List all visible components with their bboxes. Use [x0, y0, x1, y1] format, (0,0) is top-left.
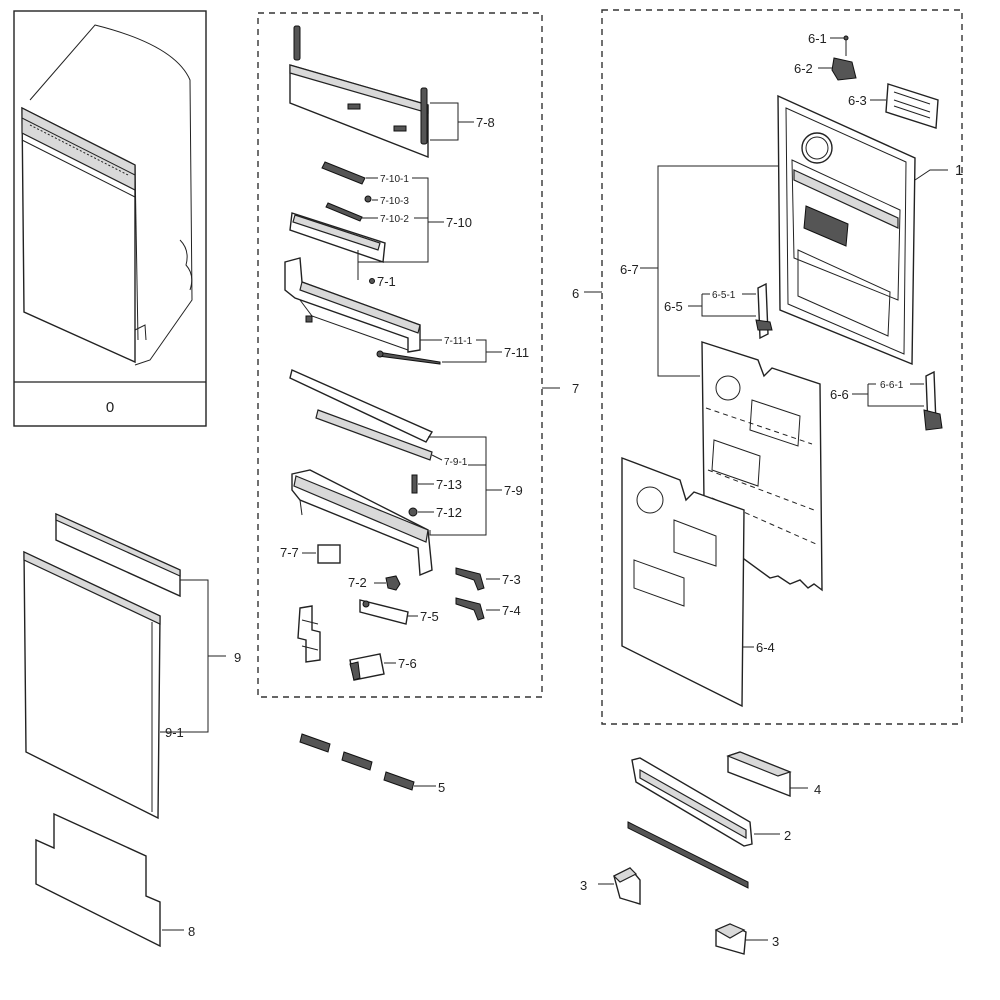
label-7-10-1: 7-10-1 — [380, 174, 409, 185]
label-7-10-2: 7-10-2 — [380, 214, 409, 225]
part-7-10: 7-10-1 7-10-3 7-10-2 7-10 7-1 — [289, 161, 472, 289]
assembly-thumbnail: 0 — [13, 10, 207, 427]
label-1: 1 — [955, 162, 963, 179]
label-6-5: 6-5 — [664, 299, 683, 314]
label-6-5-1: 6-5-1 — [712, 290, 736, 301]
part-7-6: 7-6 — [297, 605, 417, 681]
label-8: 8 — [188, 924, 195, 939]
label-7-10: 7-10 — [446, 215, 472, 230]
label-6-2: 6-2 — [794, 61, 813, 76]
part-7-7: 7-7 — [280, 544, 341, 564]
part-6-4: 6-4 — [621, 456, 775, 708]
label-7-6: 7-6 — [398, 656, 417, 671]
part-6-2: 6-2 — [794, 57, 857, 81]
part-1: 1 — [777, 94, 963, 366]
label-6-7: 6-7 — [620, 262, 639, 277]
label-7-12: 7-12 — [436, 505, 462, 520]
part-8: 8 — [35, 812, 195, 948]
part-3b: 3 — [714, 923, 779, 955]
part-7-5: 7-5 — [359, 599, 439, 625]
part-6-5: 6-5-1 6-5 — [664, 282, 773, 340]
label-6-6-1: 6-6-1 — [880, 380, 904, 391]
label-7-2: 7-2 — [348, 575, 367, 590]
part-3a: 3 — [580, 867, 641, 905]
part-6-3: 6-3 — [848, 83, 939, 129]
part-4: 4 — [726, 751, 821, 798]
label-7-4: 7-4 — [502, 603, 521, 618]
part-7-8: 7-8 — [289, 25, 495, 159]
label-7-7: 7-7 — [280, 545, 299, 560]
label-6-1: 6-1 — [808, 31, 827, 46]
label-4: 4 — [814, 782, 821, 797]
part-7-9: 7-9-1 7-13 7-12 7-9 — [289, 369, 523, 577]
part-9: 9 9-1 — [23, 512, 241, 820]
part-6-7: 6-7 — [620, 165, 778, 377]
label-7-3: 7-3 — [502, 572, 521, 587]
part-7-3: 7-3 — [455, 567, 521, 591]
group-6-outline — [601, 9, 963, 725]
label-9-1: 9-1 — [165, 725, 184, 740]
part-7-2: 7-2 — [348, 575, 401, 591]
part-6-6: 6-6-1 6-6 — [830, 370, 943, 431]
part-2: 2 — [627, 757, 791, 889]
label-7-9: 7-9 — [504, 483, 523, 498]
label-7-11-1: 7-11-1 — [444, 336, 473, 347]
label-7-8: 7-8 — [476, 115, 495, 130]
part-6-1: 6-1 — [808, 31, 849, 56]
part-5: 5 — [299, 733, 445, 795]
label-6-6: 6-6 — [830, 387, 849, 402]
label-7: 7 — [572, 381, 579, 396]
label-5: 5 — [438, 780, 445, 795]
label-2: 2 — [784, 828, 791, 843]
label-7-11: 7-11 — [504, 345, 529, 360]
label-3b: 3 — [772, 934, 779, 949]
part-7-4: 7-4 — [455, 597, 521, 621]
label-7-1: 7-1 — [377, 274, 396, 289]
label-3a: 3 — [580, 878, 587, 893]
label-7-13: 7-13 — [436, 477, 462, 492]
label-6: 6 — [572, 286, 579, 301]
part-7-11: 7-11-1 7-11 — [284, 257, 529, 365]
label-6-3: 6-3 — [848, 93, 867, 108]
label-9: 9 — [234, 650, 241, 665]
label-6-4: 6-4 — [756, 640, 775, 655]
label-0: 0 — [106, 399, 114, 416]
label-7-5: 7-5 — [420, 609, 439, 624]
label-7-9-1: 7-9-1 — [444, 457, 468, 468]
label-7-10-3: 7-10-3 — [380, 196, 409, 207]
